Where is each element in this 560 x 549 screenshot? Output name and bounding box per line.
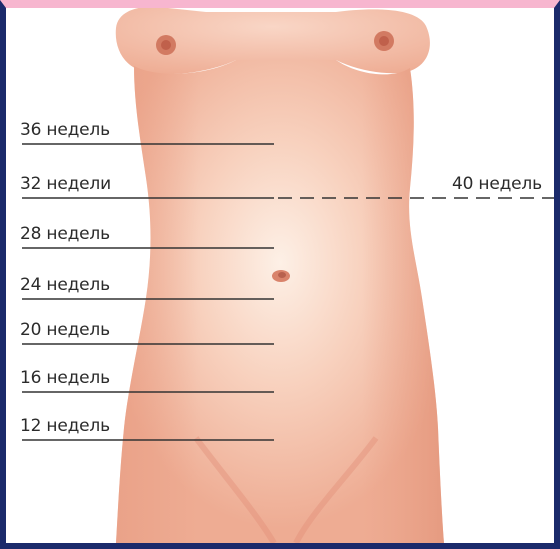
label-28-weeks: 28 недель <box>20 226 110 243</box>
label-40-weeks: 40 недель <box>452 176 542 193</box>
label-36-weeks: 36 недель <box>20 122 110 139</box>
label-24-weeks: 24 недель <box>20 277 110 294</box>
label-32-weeks: 32 недели <box>20 176 111 193</box>
label-20-weeks: 20 недель <box>20 322 110 339</box>
label-16-weeks: 16 недель <box>20 370 110 387</box>
label-12-weeks: 12 недель <box>20 418 110 435</box>
